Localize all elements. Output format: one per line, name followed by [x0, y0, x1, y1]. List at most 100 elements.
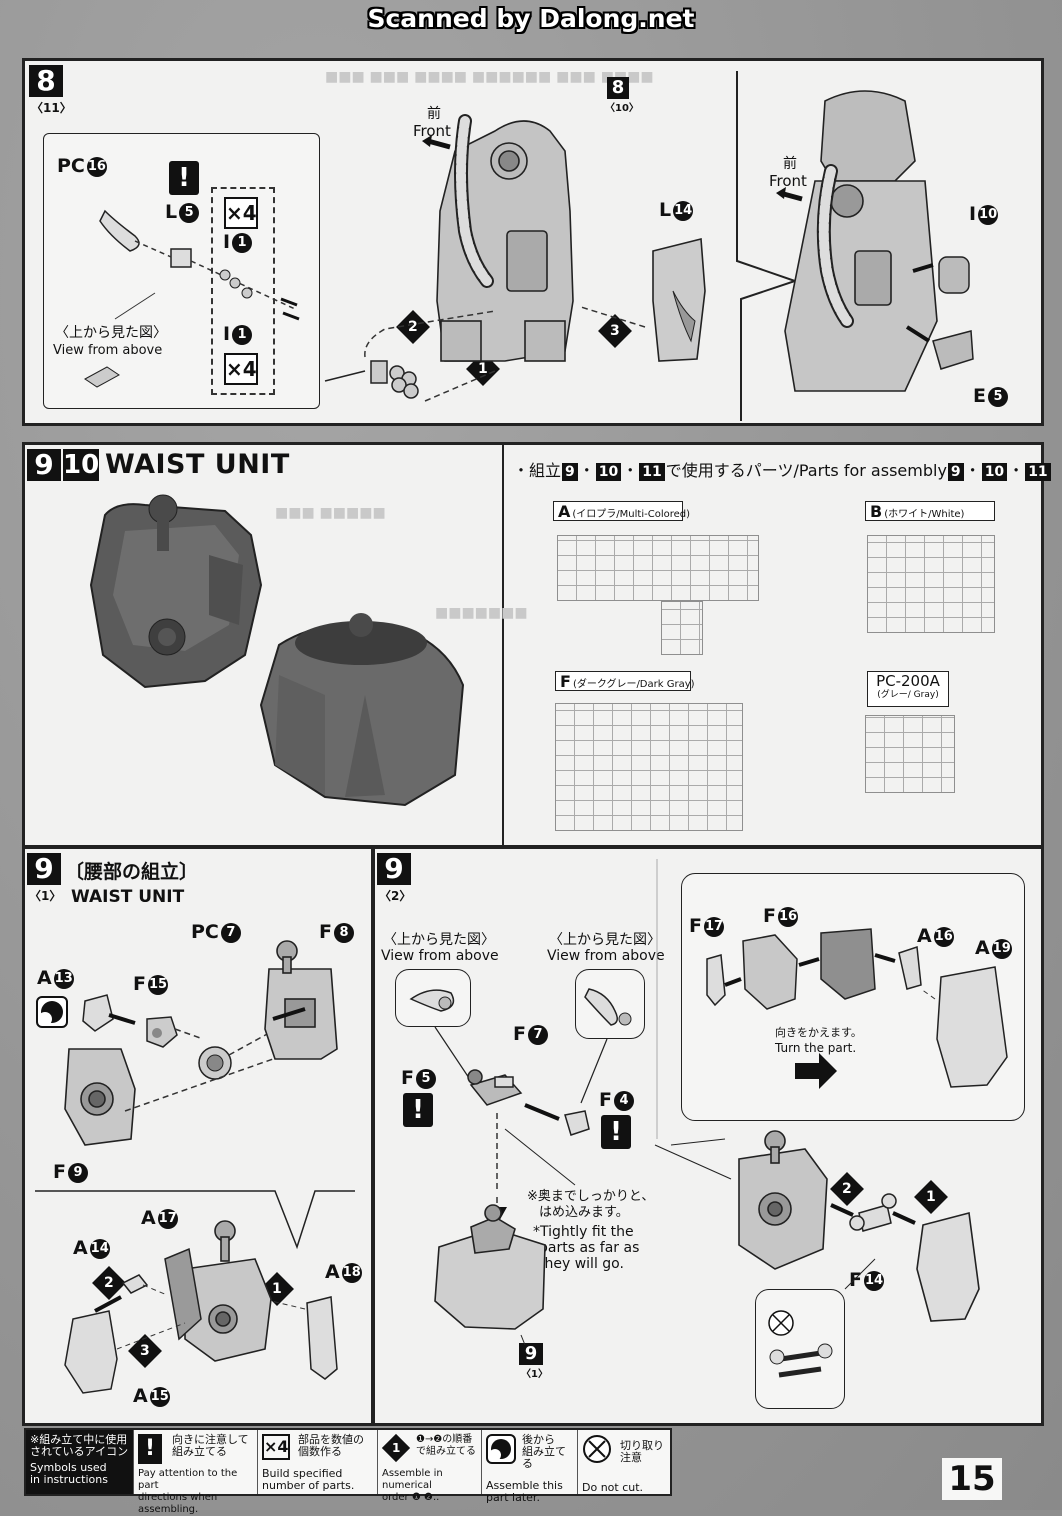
step-title-jp: 〔腰部の組立〕	[65, 861, 199, 883]
scan-watermark: Scanned by Dalong.net	[367, 4, 695, 33]
legend-intro: ※組み立て中に使用 されているアイコン Symbols used in inst…	[26, 1430, 134, 1494]
step-title-en: WAIST UNIT	[71, 887, 185, 907]
ref-step-number: 8	[607, 77, 629, 99]
ref-substep-label: 〈10〉	[605, 103, 639, 114]
torso-figure	[436, 114, 574, 362]
legend-later: 後から 組み立てる Assemble this part later.	[482, 1430, 578, 1504]
view-inset-1	[395, 969, 471, 1027]
runner-b	[867, 535, 995, 633]
dashed-group	[211, 187, 275, 395]
attention-icon: !	[601, 1115, 631, 1149]
step9-2-illustration	[409, 859, 1008, 1378]
do-not-cut-icon	[583, 1435, 611, 1463]
front-label-en: Front	[413, 122, 451, 140]
divider	[502, 445, 504, 851]
attention-icon: !	[138, 1434, 162, 1464]
runner-pc200a	[865, 715, 955, 793]
legend-multiply: ×4 部品を数値の 個数作る Build specified number of…	[258, 1430, 378, 1494]
runner-label-pc: PC-200A(グレー/ Gray)	[867, 671, 949, 707]
runner-label-f: F(ダークグレー/Dark Gray)	[555, 671, 695, 691]
fit-note-en3: they will go.	[539, 1256, 624, 1272]
attention-icon: !	[403, 1093, 433, 1127]
multiplier-badge: ×4	[224, 353, 258, 385]
legend-do-not-cut: 切り取り注意 Do not cut.	[578, 1430, 670, 1494]
ghost-text: ■■■■■■■	[435, 605, 528, 621]
fit-note-jp1: ※奥までしっかりと、	[527, 1189, 655, 1204]
ref-step-number: 9	[519, 1343, 543, 1365]
legend-attention: ! 向きに注意して 組み立てる Pay attention to the par…	[134, 1430, 258, 1515]
runner-f	[555, 703, 743, 831]
step-number: 9	[377, 853, 411, 885]
view-from-above-en: View from above	[53, 343, 163, 358]
substep-label: 〈2〉	[379, 889, 412, 903]
front2-label-jp: 前	[783, 156, 797, 172]
runner-a	[557, 535, 759, 601]
view-from-above-jp: 〈上から見た図〉	[549, 932, 661, 948]
fit-note-jp2: はめ込みます。	[539, 1205, 629, 1220]
front-label-jp: 前	[427, 106, 441, 122]
turn-note-jp: 向きをかえます。	[775, 1026, 862, 1039]
ghost-text: ■■■ ■■■■■	[275, 505, 386, 521]
assemble-later-icon	[486, 1434, 516, 1464]
waist-frame-render	[89, 494, 263, 689]
runner-label-a: A(イロプラ/Multi-Colored)	[553, 501, 690, 521]
order-icon: 1	[381, 1433, 411, 1463]
multiplier-icon: ×4	[262, 1434, 290, 1460]
runner-a-lower	[661, 601, 703, 655]
turn-note-en: Turn the part.	[775, 1041, 857, 1055]
multiplier-badge: ×4	[224, 197, 258, 229]
view-from-above-jp: 〈上から見た図〉	[383, 932, 495, 948]
ref-substep-label: 〈1〉	[521, 1369, 548, 1380]
attention-icon: !	[169, 161, 199, 195]
page-number: 15	[942, 1458, 1002, 1500]
fit-note-en2: parts as far as	[539, 1240, 640, 1256]
step-number-9: 9	[27, 449, 61, 481]
view-from-above-en: View from above	[381, 948, 499, 964]
waist-skirt-render	[259, 613, 465, 807]
pc16-part	[99, 209, 192, 268]
step-number: 9	[27, 853, 61, 885]
step8-illustration	[84, 71, 974, 421]
fit-note-en1: *Tightly fit the	[533, 1224, 634, 1240]
symbols-legend: ※組み立て中に使用 されているアイコン Symbols used in inst…	[24, 1428, 672, 1515]
ghost-text: ■■■ ■■■ ■■■■ ■■■■■■ ■■■ ■■■■	[325, 69, 654, 85]
step-number-10: 10	[63, 449, 100, 481]
view-from-above-jp: 〈上から見た図〉	[55, 325, 167, 341]
front2-label-en: Front	[769, 172, 807, 190]
waist-unit-title: WAIST UNIT	[105, 449, 290, 480]
substep-label: 〈1〉	[29, 889, 62, 903]
waist-unit-render	[89, 494, 465, 807]
step-number: 8	[29, 65, 63, 97]
step9-1-illustration	[35, 940, 355, 1394]
view-from-above-en: View from above	[547, 948, 665, 964]
legend-order: 1 ❶→❷の順番 で組み立てる Assemble in numerical or…	[378, 1430, 482, 1503]
assemble-later-icon	[36, 996, 68, 1028]
